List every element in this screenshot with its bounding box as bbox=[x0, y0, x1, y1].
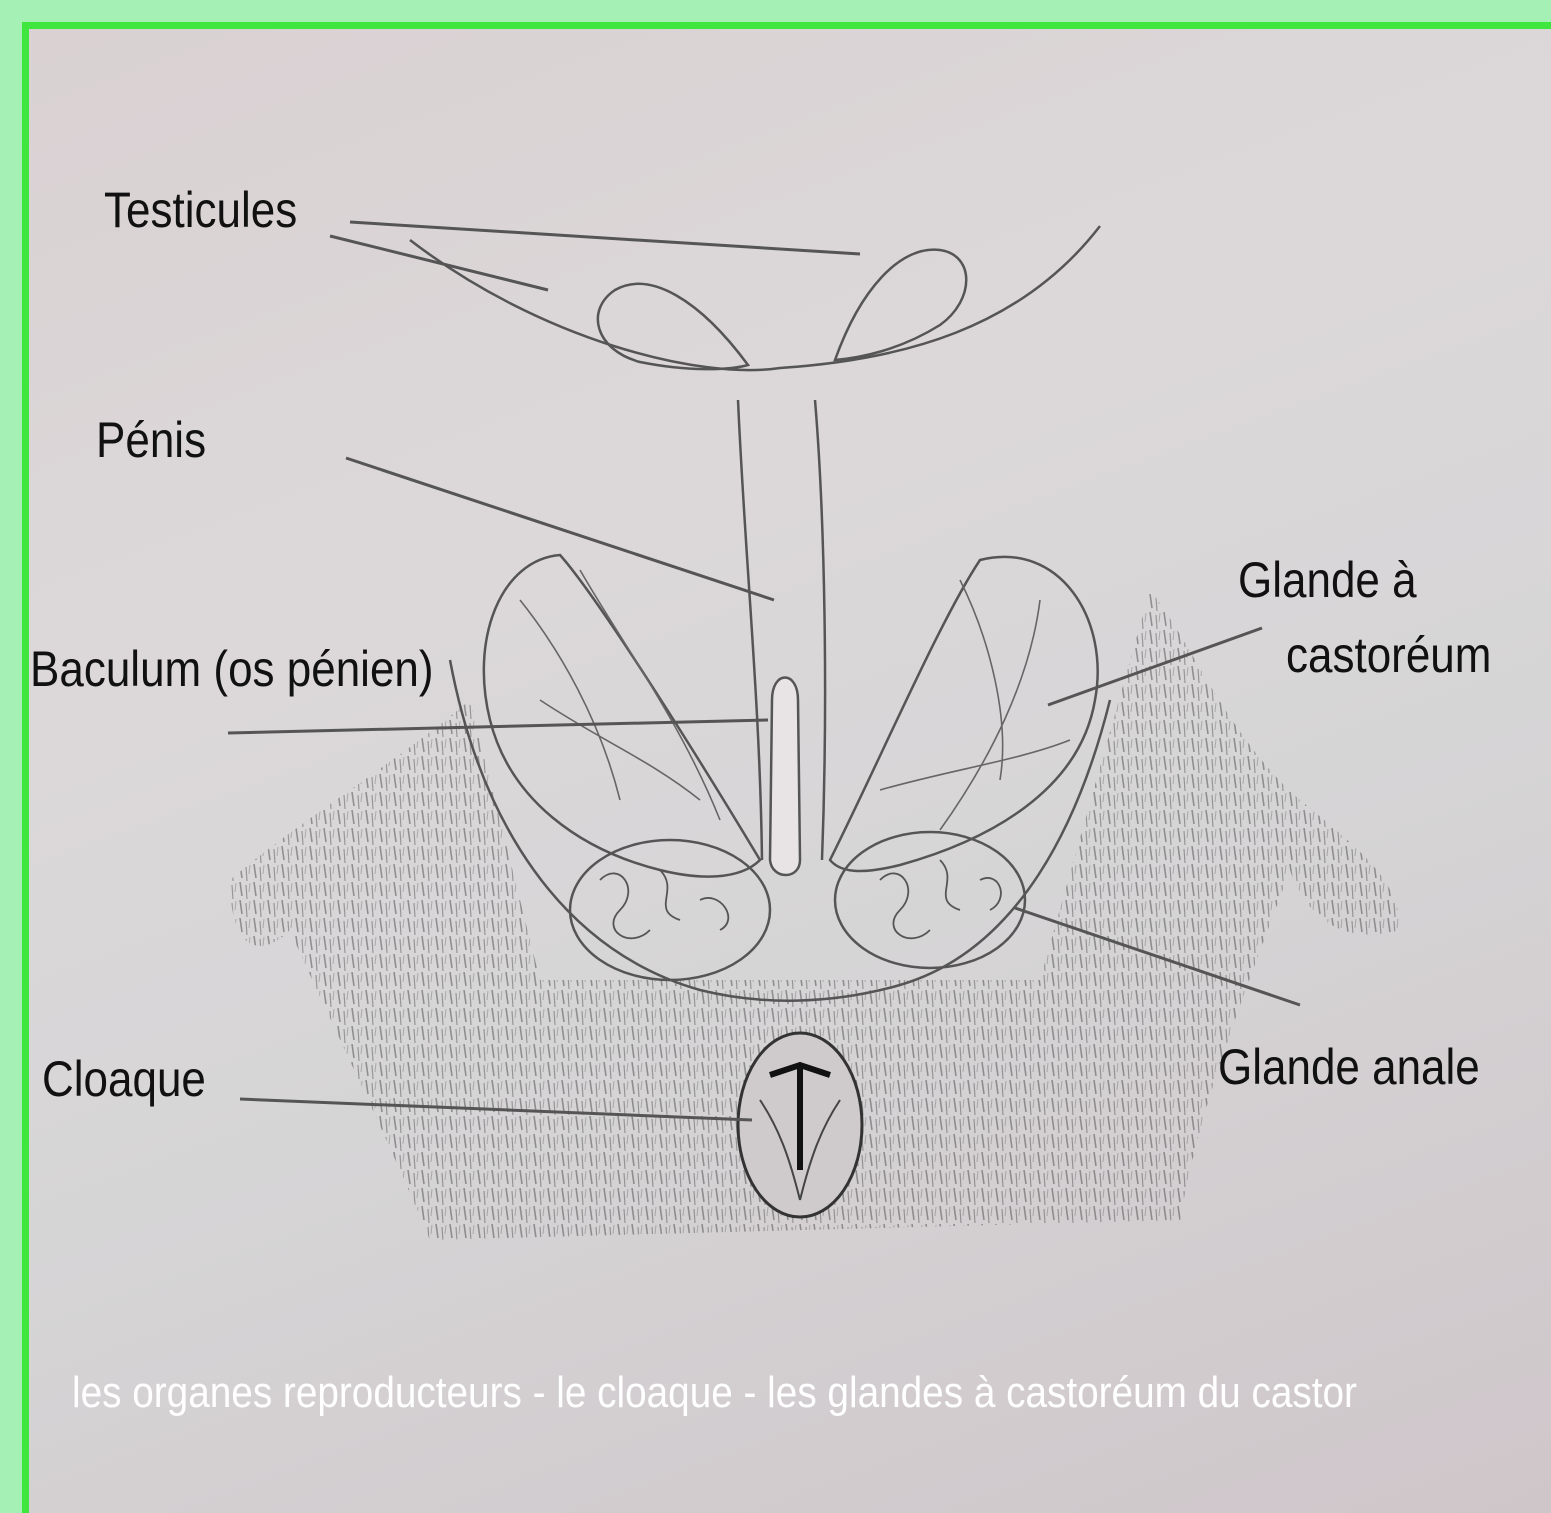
baculum-bone bbox=[770, 678, 800, 876]
label-testicules: Testicules bbox=[104, 185, 297, 235]
label-glande-castoreum-2: castoréum bbox=[1286, 630, 1491, 680]
anal-gland-right bbox=[835, 832, 1025, 968]
testis-left bbox=[598, 284, 748, 369]
leader-penis bbox=[346, 458, 774, 600]
castoreum-gland-left bbox=[484, 555, 760, 877]
leader-testicules-2 bbox=[330, 236, 548, 290]
castoreum-gland-right bbox=[830, 557, 1098, 871]
label-glande-castoreum-1: Glande à bbox=[1238, 555, 1417, 605]
leader-testicules-1 bbox=[350, 222, 860, 254]
label-penis: Pénis bbox=[96, 415, 206, 465]
label-glande-anale: Glande anale bbox=[1218, 1042, 1480, 1092]
label-cloaque: Cloaque bbox=[42, 1054, 206, 1104]
penis-shaft bbox=[738, 400, 762, 860]
testis-right bbox=[835, 250, 966, 360]
anal-gland-left bbox=[570, 840, 770, 980]
figure-caption: les organes reproducteurs - le cloaque -… bbox=[72, 1368, 1357, 1418]
label-baculum: Baculum (os pénien) bbox=[30, 644, 434, 694]
leader-baculum bbox=[228, 720, 768, 733]
